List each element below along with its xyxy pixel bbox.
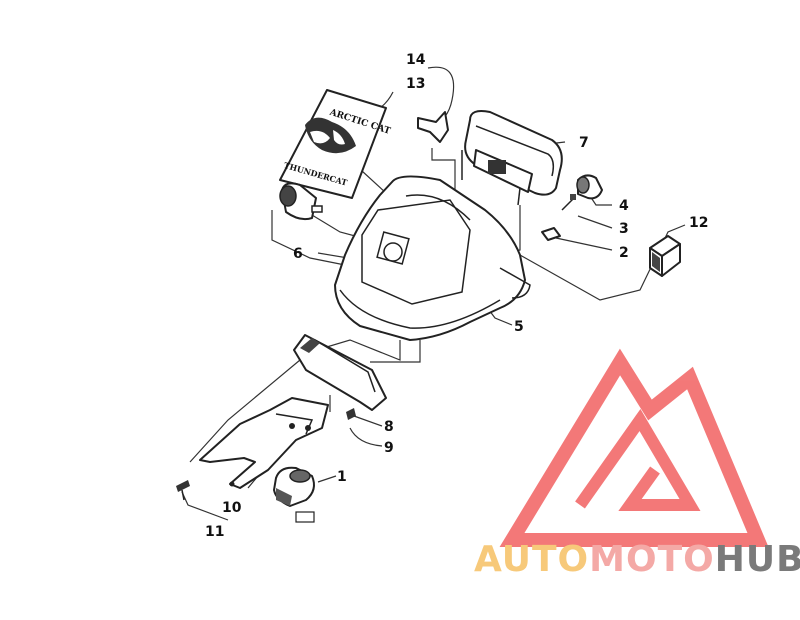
nut-part-2: [541, 227, 561, 241]
knob-part-4: [576, 174, 603, 200]
svg-text:AUTOMOTOHUB: AUTOMOTOHUB: [474, 539, 800, 580]
socket-part-12: [649, 235, 681, 277]
screw-part-8: [346, 408, 356, 420]
dash-housing-part-5: [334, 175, 531, 341]
callout-11: 11: [205, 524, 224, 540]
callout-6: 6: [293, 246, 303, 262]
bracket-part-10: [199, 397, 329, 489]
callout-14: 14: [406, 52, 426, 68]
bezel: [293, 334, 387, 411]
callout-4: 4: [619, 198, 629, 214]
watermark-auto: AUTO: [474, 539, 589, 580]
automotohub-watermark: AUTOMOTOHUB: [474, 348, 800, 580]
callout-10: 10: [222, 500, 242, 516]
switch-part-6: [279, 182, 323, 221]
callout-12: 12: [689, 215, 708, 231]
callout-7: 7: [579, 135, 589, 151]
watermark-logo-mark: [499, 348, 769, 547]
callout-3: 3: [619, 221, 629, 237]
watermark-hub: HUB: [715, 539, 800, 580]
callout-8: 8: [384, 419, 394, 435]
housing-switch-nut: [376, 231, 410, 265]
watermark-moto: MOTO: [589, 539, 715, 580]
decal-part-13: ARCTIC CAT THUNDERCAT: [279, 89, 392, 199]
callout-2: 2: [619, 245, 629, 261]
ignition-switch-part-1: [273, 466, 315, 523]
callout-labels: 14 13 7 4 3 2 12 6 5 8 9 1 10 11: [205, 52, 708, 540]
callout-9: 9: [384, 440, 394, 456]
callout-1: 1: [337, 469, 347, 485]
instrument-cluster-part-7: [461, 110, 563, 206]
callout-5: 5: [514, 319, 524, 335]
emblem-clip-part-14: [417, 111, 449, 143]
callout-13: 13: [406, 76, 425, 92]
shaft-part-3: [561, 194, 576, 211]
screw-part-11: [176, 480, 190, 501]
